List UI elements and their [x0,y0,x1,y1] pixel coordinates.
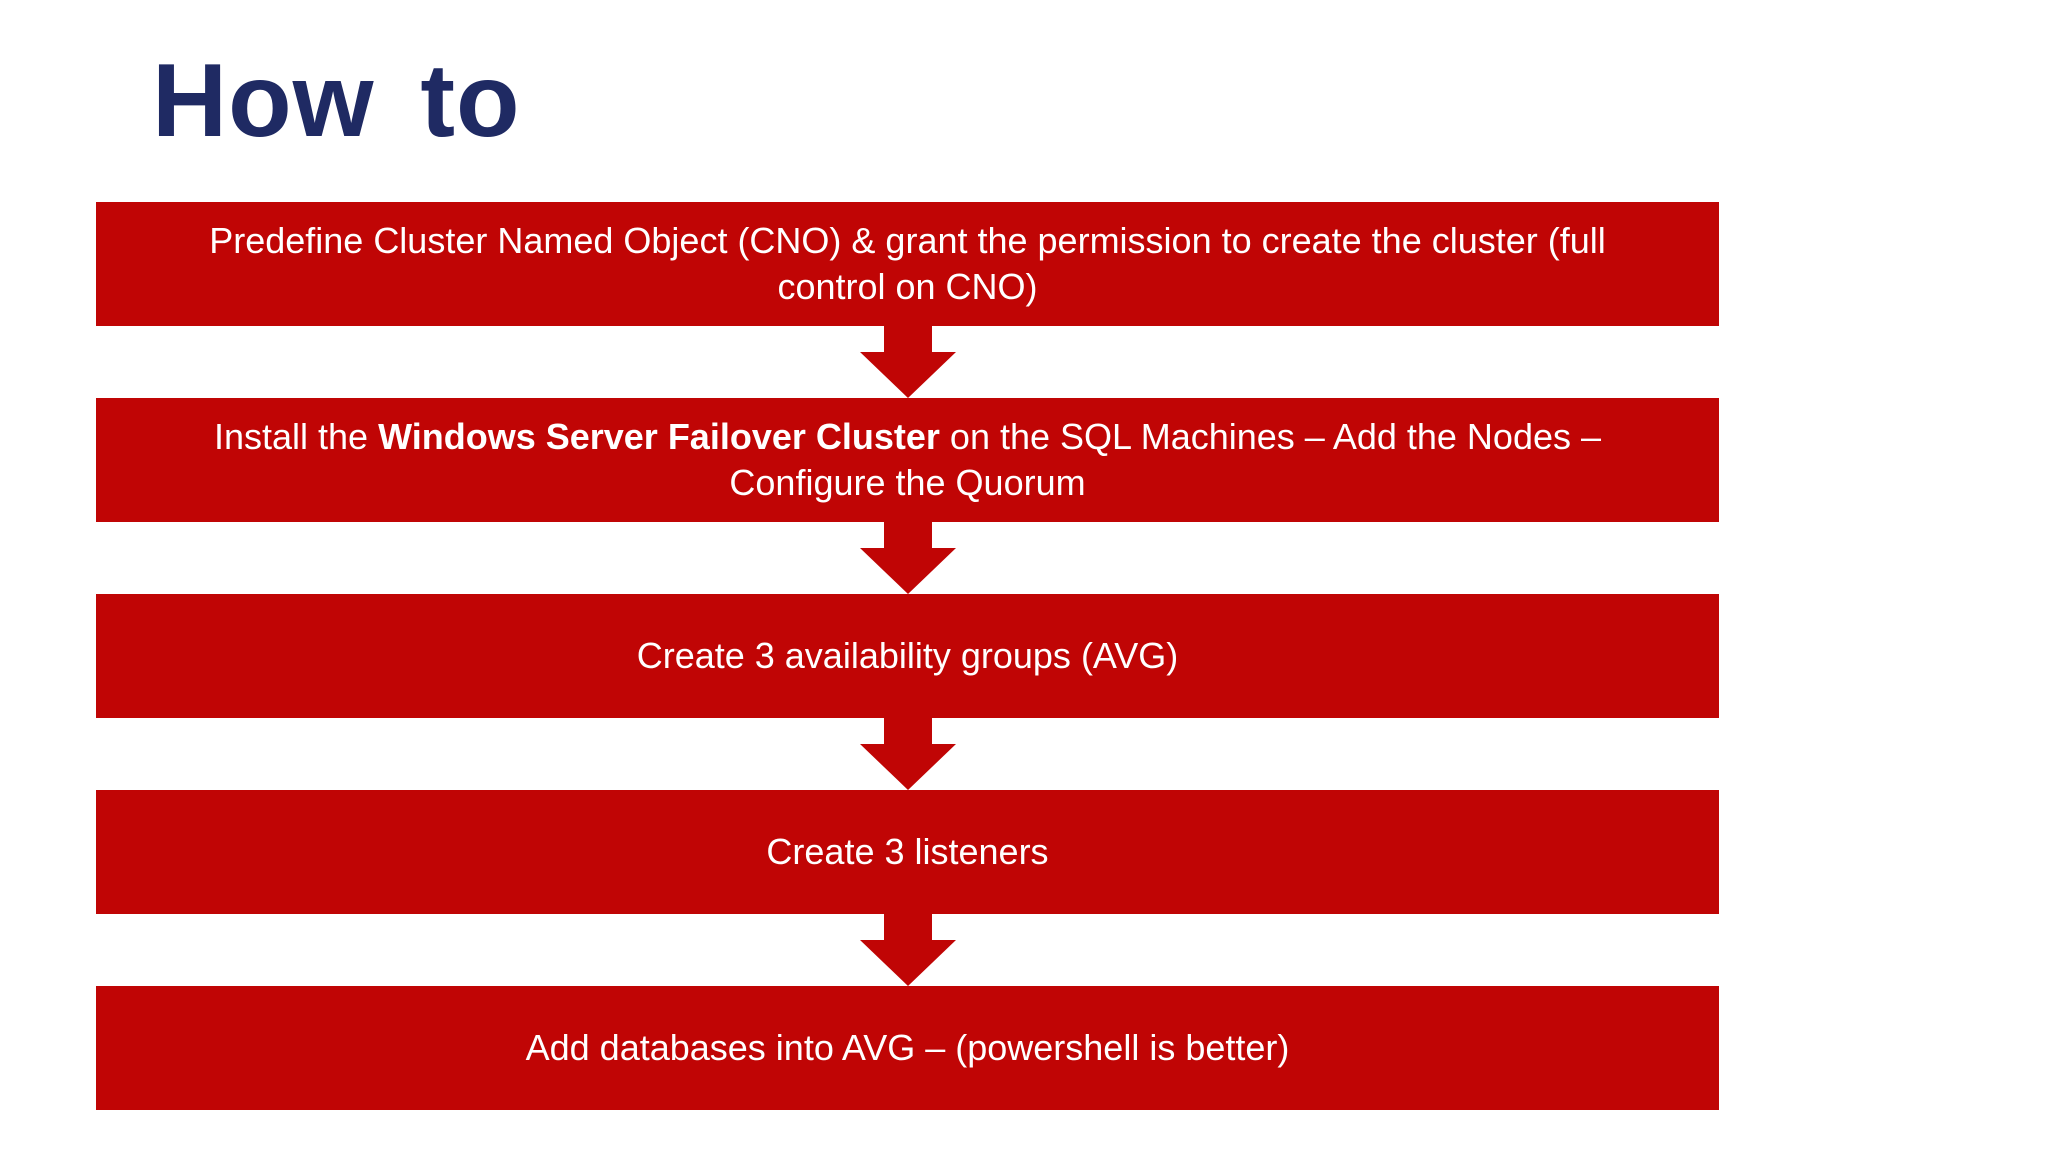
process-flow: Predefine Cluster Named Object (CNO) & g… [96,202,1719,1110]
process-step-label: Install the Windows Server Failover Clus… [96,414,1719,506]
process-step: Add databases into AVG – (powershell is … [96,986,1719,1110]
process-step: Predefine Cluster Named Object (CNO) & g… [96,202,1719,326]
process-step: Create 3 listeners [96,790,1719,914]
down-arrow-icon [96,326,1719,398]
step-text-segment: Predefine Cluster Named Object (CNO) & g… [209,220,1606,307]
process-step: Create 3 availability groups (AVG) [96,594,1719,718]
process-step: Install the Windows Server Failover Clus… [96,398,1719,522]
down-arrow-icon [96,522,1719,594]
slide-title: How to [152,43,521,159]
step-text-segment: Create 3 listeners [766,831,1049,872]
step-text-segment: Create 3 availability groups (AVG) [636,635,1179,676]
step-text-segment: Install the [213,416,379,457]
step-text-bold-segment: Windows Server Failover Cluster [378,416,940,457]
down-arrow-icon [96,914,1719,986]
step-text-segment: on the SQL Machines – Add the Nodes – Co… [729,416,1602,503]
process-step-label: Predefine Cluster Named Object (CNO) & g… [96,218,1719,310]
process-step-label: Create 3 listeners [696,829,1118,875]
step-text-segment: Add databases into AVG – (powershell is … [525,1027,1290,1068]
down-arrow-icon [96,718,1719,790]
process-step-label: Create 3 availability groups (AVG) [567,633,1249,679]
process-step-label: Add databases into AVG – (powershell is … [456,1025,1360,1071]
